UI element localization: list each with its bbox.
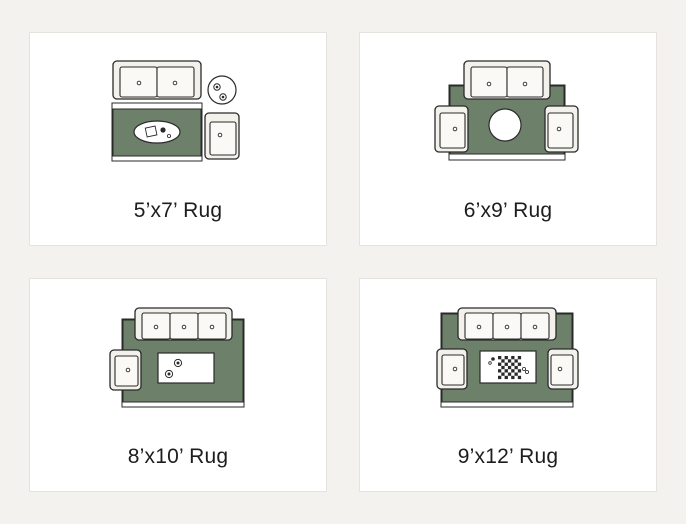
coffee-table: [488, 108, 522, 142]
armchair: [204, 112, 240, 160]
armchair-left: [436, 348, 468, 390]
rug-size-label: 9’x12’ Rug: [457, 445, 559, 468]
layout-diagram-8x10: [109, 307, 245, 408]
sofa: [112, 60, 202, 100]
layout-diagram-5x7: [111, 60, 240, 162]
coffee-table: [157, 352, 215, 384]
rug-card-9x12[interactable]: 9’x12’ Rug: [359, 278, 657, 492]
coffee-table: [479, 350, 537, 384]
rug-size-label: 6’x9’ Rug: [463, 199, 553, 222]
rug-card-8x10[interactable]: 8’x10’ Rug: [29, 278, 327, 492]
side-table: [207, 75, 237, 105]
coffee-table: [133, 120, 181, 144]
layout-diagram-6x9: [434, 60, 579, 161]
layout-diagram-9x12: [436, 307, 579, 408]
rug-card-6x9[interactable]: 6’x9’ Rug: [359, 32, 657, 246]
sofa: [134, 307, 233, 341]
armchair-left: [434, 105, 469, 153]
rug-size-label: 5’x7’ Rug: [133, 199, 223, 222]
armchair-left: [109, 349, 142, 391]
armchair-right: [547, 348, 579, 390]
sofa: [463, 60, 551, 100]
rug-card-5x7[interactable]: 5’x7’ Rug: [29, 32, 327, 246]
armchair-right: [544, 105, 579, 153]
rug-size-label: 8’x10’ Rug: [127, 445, 229, 468]
sofa: [457, 307, 557, 341]
